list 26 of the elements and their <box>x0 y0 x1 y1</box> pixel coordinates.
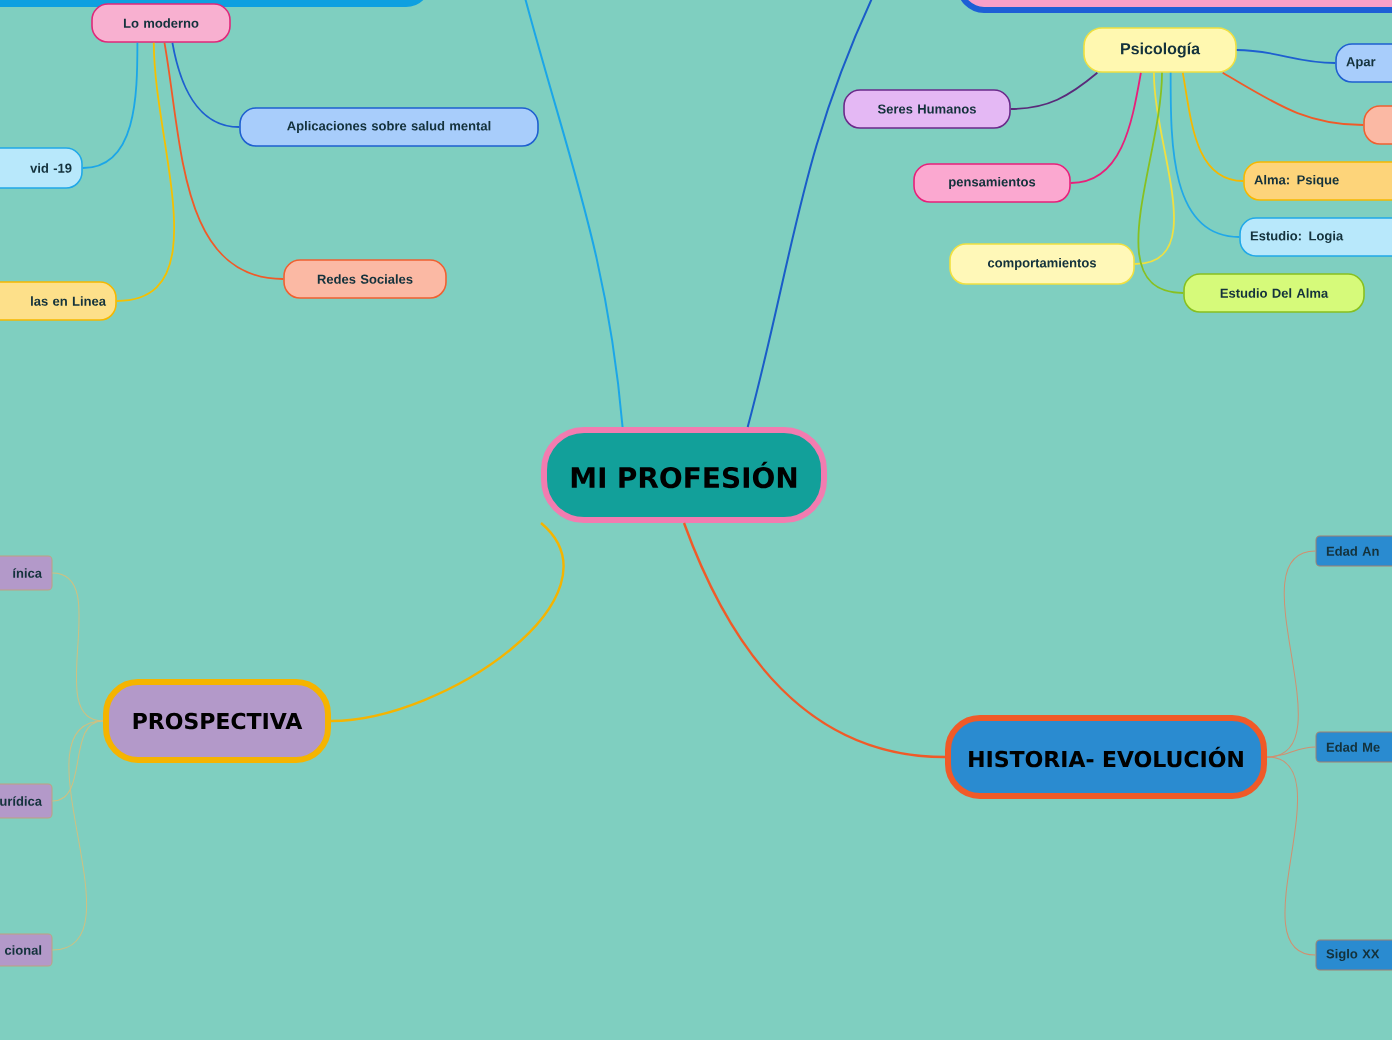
main-topic-box: HISTORIA- EVOLUCIÓN <box>945 715 1267 799</box>
connector-line <box>115 41 175 302</box>
connector-line <box>1137 71 1185 294</box>
connector-line <box>163 41 285 280</box>
connector-line <box>746 0 875 428</box>
connector-line <box>81 41 139 169</box>
connector-line <box>1181 71 1245 182</box>
connector-line <box>1266 756 1316 956</box>
connector-line <box>1266 746 1316 758</box>
connector-line <box>171 41 241 128</box>
connector-line <box>1235 49 1337 64</box>
connector-line <box>1069 71 1142 184</box>
connector-line <box>1169 71 1241 238</box>
connector-line <box>52 720 104 951</box>
central-topic-box: MI PROFESIÓN <box>541 427 827 523</box>
connector-line <box>1009 71 1099 110</box>
connector-line <box>52 572 104 722</box>
connector-line <box>1133 71 1175 265</box>
subtopic-box <box>1363 105 1392 145</box>
connector-line <box>330 522 565 723</box>
subtopic-box: Psicología <box>1083 27 1237 73</box>
connector-line <box>682 522 946 759</box>
connector-line <box>1221 71 1365 126</box>
connector-line <box>523 0 624 428</box>
topic-box <box>957 0 1392 13</box>
main-topic-box: PROSPECTIVA <box>103 679 331 763</box>
